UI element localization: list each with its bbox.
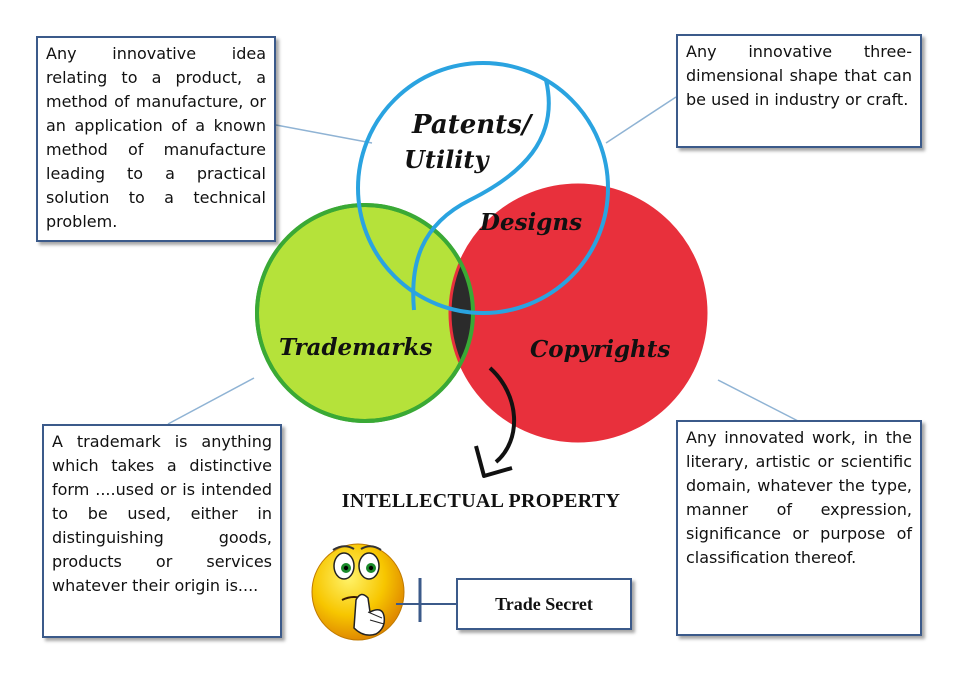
copyrights-connector-line <box>717 379 801 423</box>
intellectual-property-title: INTELLECTUAL PROPERTY <box>341 490 621 512</box>
designs-description-box: Any innovative three-dimensional shape t… <box>676 34 922 148</box>
trademarks-connector-line <box>167 377 255 425</box>
trade-secret-box: Trade Secret <box>456 578 632 630</box>
patents-description-box: Any innovative idea relating to a produc… <box>36 36 276 242</box>
trademarks-description-box: A trademark is anything which takes a di… <box>42 424 282 638</box>
designs-label: Designs <box>479 209 582 236</box>
patents-label-line1: Patents/ <box>411 110 534 140</box>
patents-design-divider <box>411 79 551 311</box>
copyrights-description-box: Any innovated work, in the literary, art… <box>676 420 922 636</box>
trade-secret-label: Trade Secret <box>495 593 593 614</box>
trademarks-label: Trademarks <box>279 334 432 361</box>
patents-label-line2: Utility <box>404 145 490 174</box>
copyrights-label: Copyrights <box>530 336 670 363</box>
designs-connector-line <box>605 96 677 144</box>
patents-connector-line <box>275 124 373 144</box>
thinking-smiley-icon <box>311 543 405 641</box>
patents-circle <box>356 61 610 315</box>
curved-arrow-icon <box>474 366 517 478</box>
copyrights-circle <box>450 185 706 441</box>
